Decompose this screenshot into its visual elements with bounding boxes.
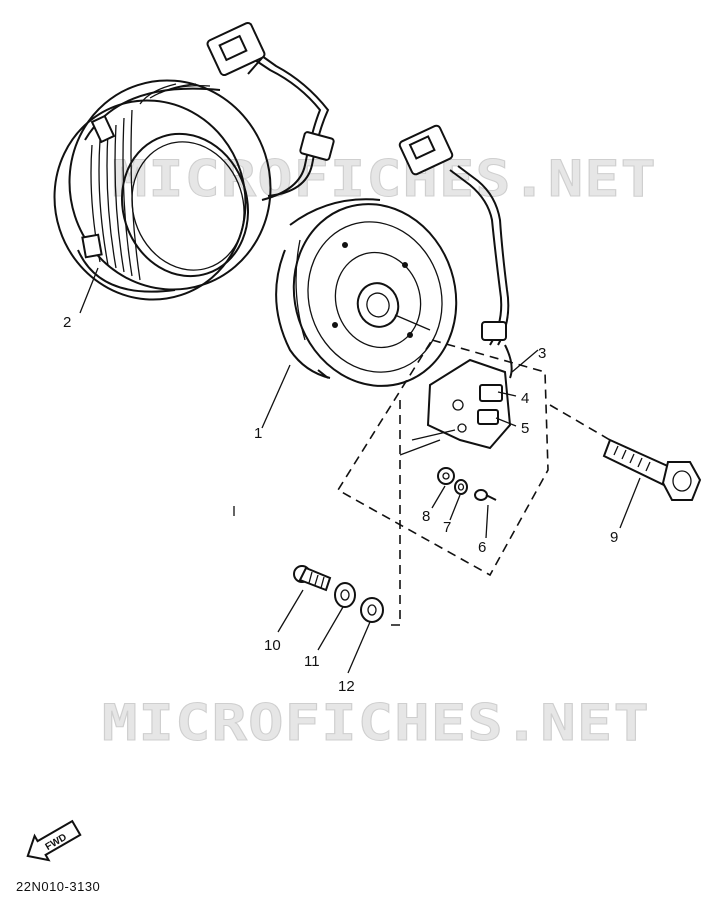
stator-assembly-drawing [53, 79, 272, 301]
part-label-1: 1 [254, 425, 262, 442]
part-label-11: 11 [304, 653, 320, 670]
watermark-bottom: MICROFICHES.NET [102, 694, 650, 752]
part-label-7: 7 [443, 519, 451, 536]
pickup-lead-wire [398, 124, 513, 379]
flywheel-rotor-drawing [275, 198, 458, 387]
washer-icon [437, 467, 455, 485]
diagram-code: 22N010-3130 [16, 879, 100, 894]
forward-arrow-icon: FWD [26, 819, 82, 862]
part-label-3: 3 [538, 345, 546, 362]
part-label-4: 4 [521, 390, 529, 407]
washer-icon [360, 597, 384, 623]
part-label-8: 8 [422, 508, 430, 525]
pickup-assembly-group [336, 339, 549, 626]
rotor-center-leader [394, 314, 431, 331]
leader-lines [79, 267, 641, 674]
bolt-leader [549, 404, 611, 441]
bolt-icon [293, 565, 332, 592]
watermark-top: MICROFICHES.NET [112, 150, 657, 208]
part-label-10: 10 [264, 637, 281, 654]
part-label-9: 9 [610, 529, 618, 546]
part-label-12: 12 [338, 678, 355, 695]
screw-icon [474, 489, 497, 501]
lock-washer-icon [334, 582, 356, 608]
lock-washer-icon [454, 479, 468, 495]
part-label-2: 2 [63, 314, 71, 331]
part-label-5: 5 [521, 420, 529, 437]
bolt-icon [602, 438, 702, 501]
part-label-6: 6 [478, 539, 486, 556]
stator-lead-wire [206, 21, 335, 201]
